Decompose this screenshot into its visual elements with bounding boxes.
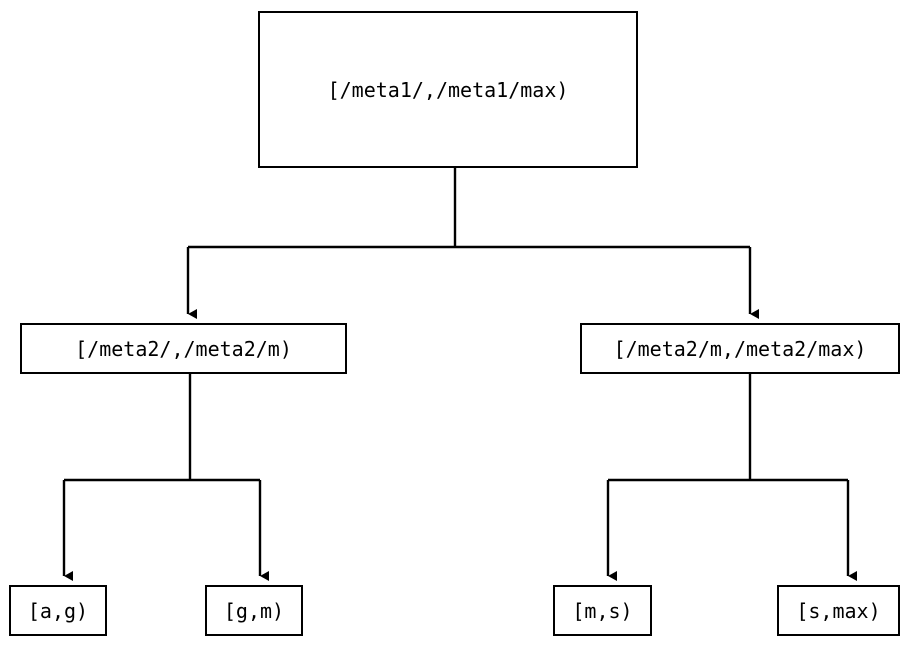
tree-node-leaf-2-label: [g,m) <box>223 598 285 623</box>
tree-node-leaf-4-label: [s,max) <box>796 598 881 623</box>
tree-node-mid-left[interactable]: [/meta2/,/meta2/m) <box>20 323 347 374</box>
tree-node-leaf-3-label: [m,s) <box>572 598 633 623</box>
edge-root-to-mid-left <box>186 168 750 319</box>
tree-node-leaf-3[interactable]: [m,s) <box>553 585 652 636</box>
tree-node-root[interactable]: [/meta1/,/meta1/max) <box>258 11 638 168</box>
tree-node-mid-left-label: [/meta2/,/meta2/m) <box>75 336 292 361</box>
edge-mid-left-to-leaves <box>62 374 269 581</box>
tree-node-mid-right[interactable]: [/meta2/m,/meta2/max) <box>580 323 900 374</box>
tree-node-leaf-1-label: [a,g) <box>27 598 89 623</box>
edge-mid-right-to-leaves <box>606 374 857 581</box>
tree-node-mid-right-label: [/meta2/m,/meta2/max) <box>613 336 867 361</box>
tree-node-root-label: [/meta1/,/meta1/max) <box>327 77 569 102</box>
tree-node-leaf-2[interactable]: [g,m) <box>205 585 303 636</box>
tree-node-leaf-1[interactable]: [a,g) <box>9 585 107 636</box>
tree-node-leaf-4[interactable]: [s,max) <box>777 585 900 636</box>
